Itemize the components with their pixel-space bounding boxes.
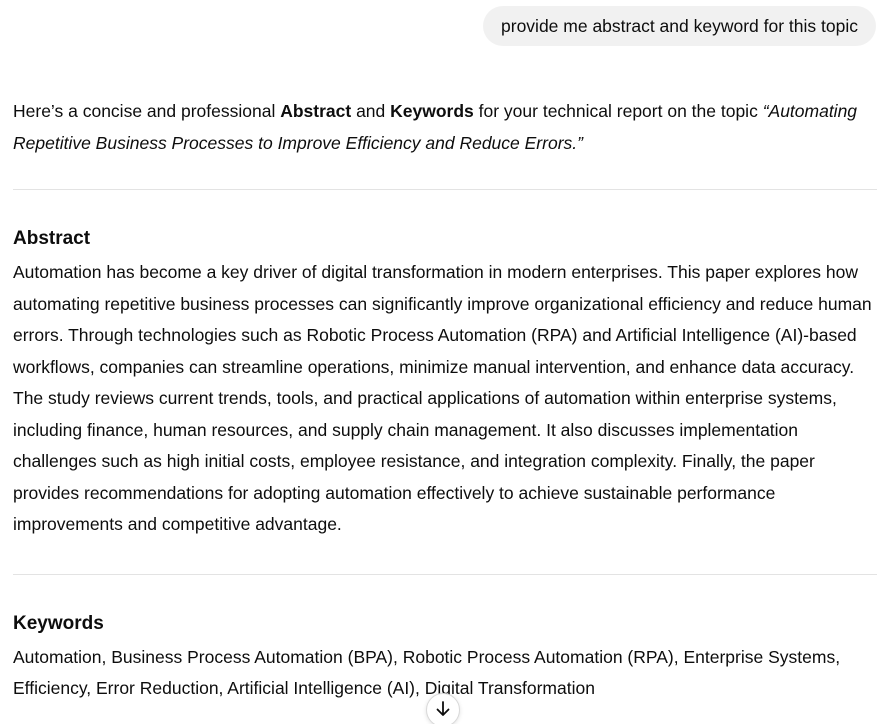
scroll-to-bottom-button[interactable] [426, 693, 460, 724]
intro-prefix: Here’s a concise and professional [13, 101, 281, 121]
section-divider [13, 573, 877, 575]
intro-topic: “Automating Repetitive Business Processe… [13, 101, 858, 153]
assistant-response: Here’s a concise and professional Abstra… [13, 96, 877, 705]
keywords-text: Automation, Business Process Automation … [13, 646, 841, 699]
arrow-down-icon [436, 701, 450, 716]
intro-bold-keywords: Keywords [390, 101, 474, 121]
intro-bold-abstract: Abstract [280, 101, 352, 121]
user-message-bubble: provide me abstract and keyword for this… [483, 6, 876, 46]
section-divider [13, 189, 877, 190]
abstract-heading: Abstract [13, 228, 91, 249]
user-message-text: provide me abstract and keyword for this… [501, 15, 858, 36]
keywords-heading: Keywords [13, 612, 104, 634]
intro-middle: for your technical report on the topic [473, 101, 763, 121]
response-intro: Here’s a concise and professional Abstra… [13, 96, 877, 159]
abstract-text: Automation has become a key driver of di… [13, 262, 872, 534]
intro-and: and [351, 101, 391, 121]
